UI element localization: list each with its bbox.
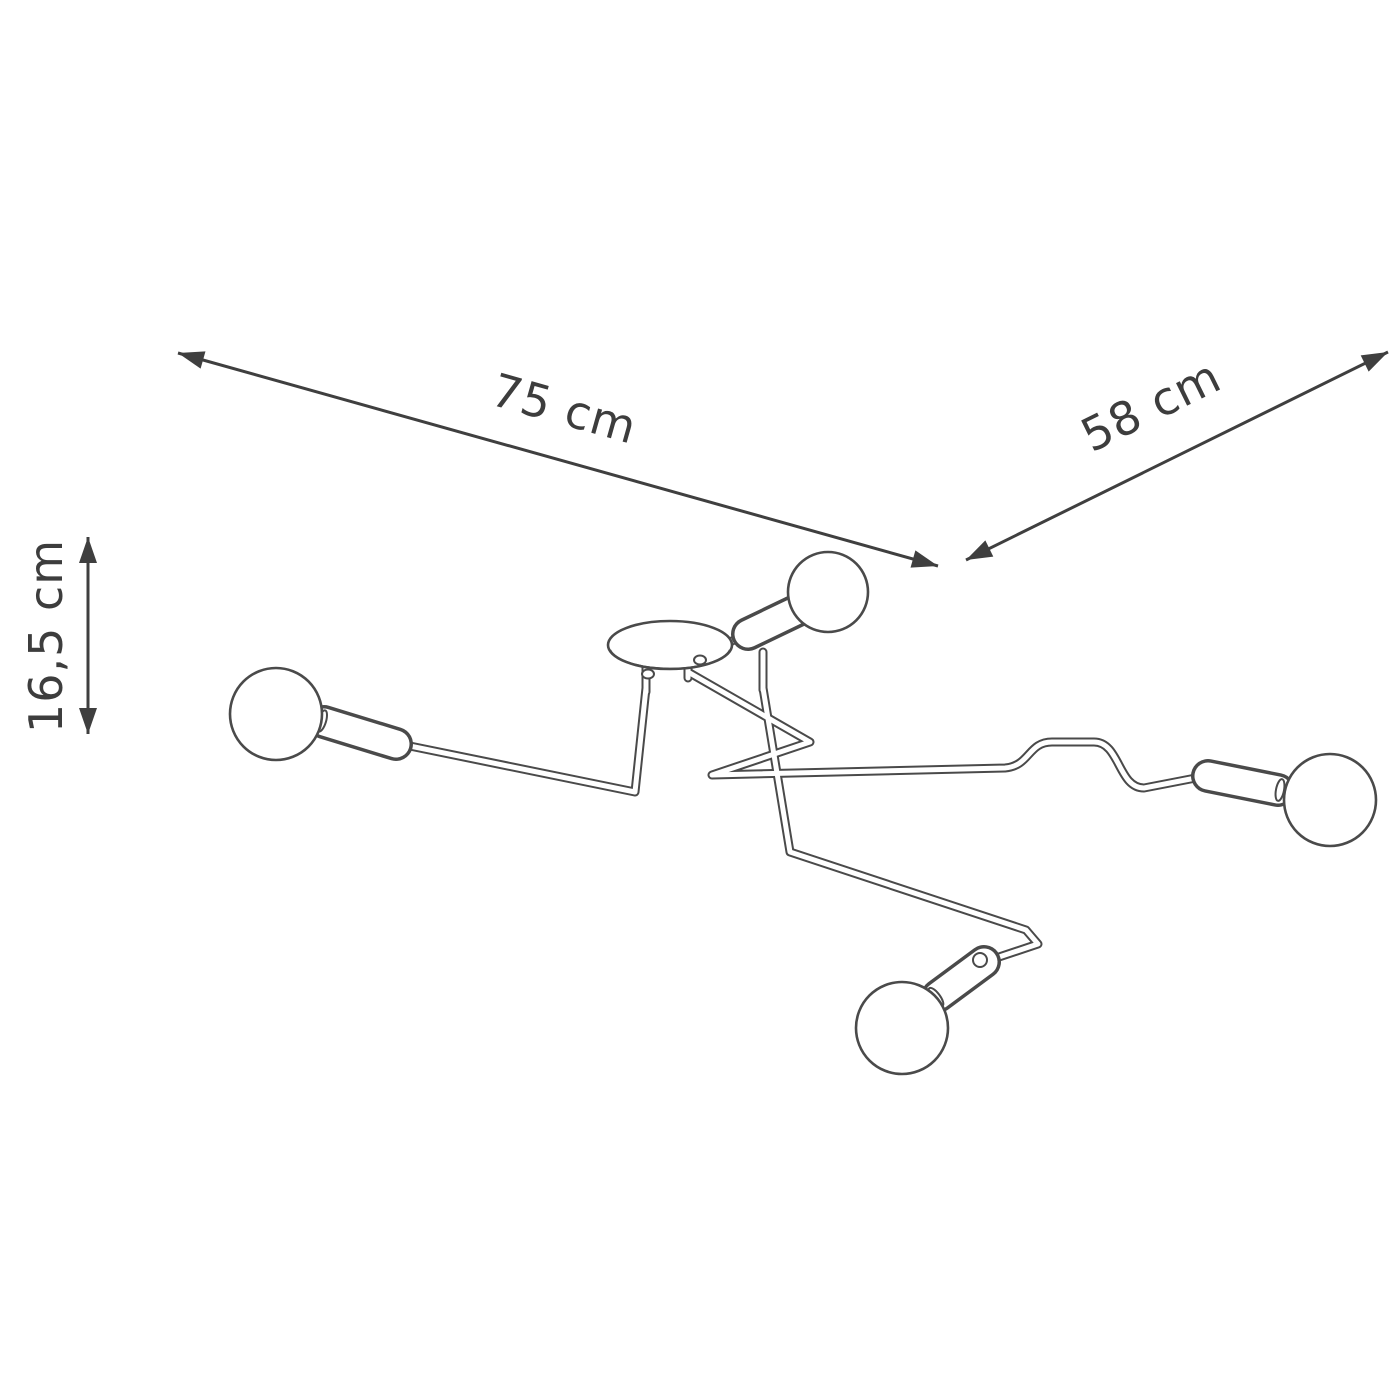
canopy-rim: [609, 649, 731, 670]
right-bulb: [1282, 752, 1378, 848]
canopy-bolt-left: [641, 668, 655, 680]
width-dimension-arrow: [177, 351, 939, 568]
left-bulb: [228, 666, 324, 762]
lamp-drawing: [228, 550, 1378, 1076]
top-bulb: [786, 550, 870, 634]
bottom-bulb: [854, 980, 950, 1076]
depth-dimension-arrow: [965, 350, 1389, 562]
left-arm-tube-fill: [400, 688, 646, 792]
bottom-arm-tube-fill: [763, 688, 1038, 962]
width-dimension-label: 75 cm: [486, 363, 643, 455]
depth-dimension-label: 58 cm: [1072, 349, 1229, 463]
height-dimension-label: 16,5 cm: [19, 539, 73, 733]
right-bulb-socket-fill: [1208, 776, 1278, 790]
bottom-arm-connector-ring: [972, 952, 988, 968]
left-arm-tube: [400, 688, 646, 792]
canopy-bolt-right: [693, 654, 707, 666]
ceiling-canopy: [606, 619, 734, 680]
